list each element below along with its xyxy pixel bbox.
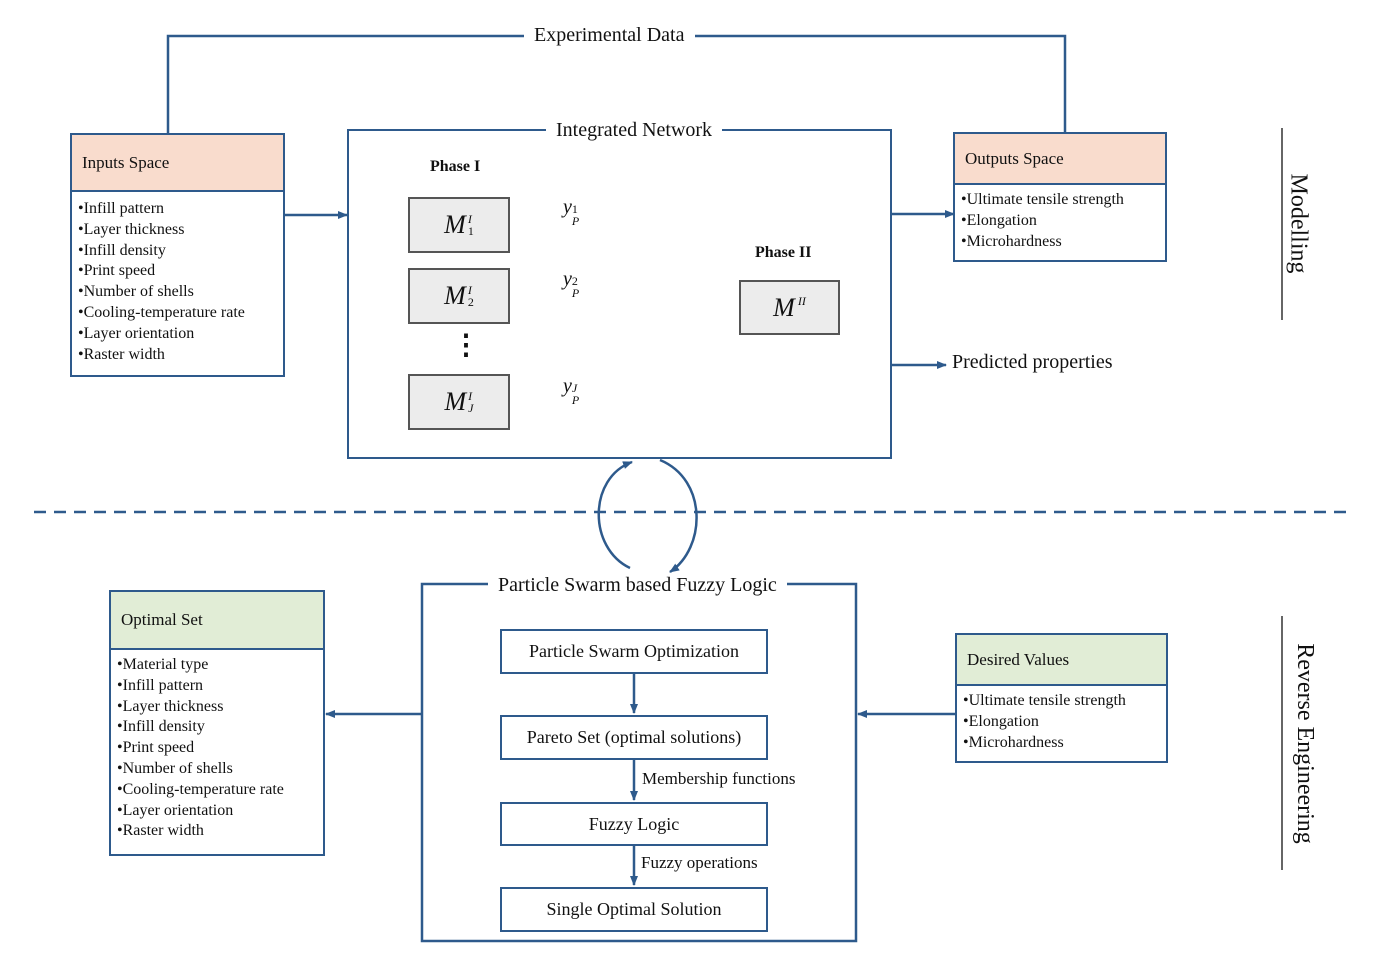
- list-item: •Ultimate tensile strength: [963, 692, 1126, 709]
- list-item: •Infill density: [117, 718, 205, 736]
- list-item: •Number of shells: [78, 283, 194, 301]
- experimental-data-label: Experimental Data: [524, 25, 695, 45]
- optimal-set-header: Optimal Set: [111, 592, 323, 650]
- outputs-space-box: Outputs Space •Ultimate tensile strength…: [953, 132, 1167, 262]
- optimal-set-box: Optimal Set •Material type •Infill patte…: [109, 590, 325, 856]
- reverse-engineering-side-label: Reverse Engineering: [1291, 643, 1318, 844]
- models-ellipsis: ⋮: [452, 330, 480, 361]
- pso-title: Particle Swarm based Fuzzy Logic: [488, 575, 787, 595]
- cycle-arrow-left: [597, 460, 633, 570]
- pso-step-3: Fuzzy Logic: [500, 802, 768, 846]
- modelling-side-label: Modelling: [1285, 173, 1312, 274]
- inputs-space-list: •Infill pattern •Layer thickness •Infill…: [72, 192, 283, 375]
- membership-functions-label: Membership functions: [642, 769, 796, 788]
- inputs-space-box: Inputs Space •Infill pattern •Layer thic…: [70, 133, 285, 377]
- inputs-space-header: Inputs Space: [72, 135, 283, 192]
- desired-values-title: Desired Values: [967, 649, 1070, 669]
- outputs-space-title: Outputs Space: [965, 148, 1064, 168]
- list-item: •Raster width: [117, 822, 204, 840]
- list-item: •Layer thickness: [78, 220, 185, 238]
- list-item: •Infill pattern: [117, 676, 204, 694]
- list-item: •Layer thickness: [117, 697, 224, 715]
- desired-values-box: Desired Values •Ultimate tensile strengt…: [955, 633, 1168, 763]
- list-item: •Number of shells: [117, 759, 233, 777]
- list-item: •Print speed: [78, 262, 156, 280]
- optimal-set-list: •Material type •Infill pattern •Layer th…: [111, 650, 323, 854]
- list-item: •Microhardness: [963, 733, 1064, 751]
- list-item: •Cooling-temperature rate: [117, 780, 284, 798]
- outputs-space-list: •Ultimate tensile strength •Elongation •…: [955, 185, 1165, 260]
- inputs-space-title: Inputs Space: [82, 152, 170, 172]
- desired-values-list: •Ultimate tensile strength •Elongation •…: [957, 686, 1166, 761]
- predicted-properties-label: Predicted properties: [952, 351, 1113, 373]
- pso-step-1: Particle Swarm Optimization: [500, 629, 768, 674]
- list-item: •Cooling-temperature rate: [78, 303, 245, 321]
- list-item: •Infill density: [78, 241, 166, 259]
- list-item: •Infill pattern: [78, 200, 165, 217]
- desired-values-header: Desired Values: [957, 635, 1166, 686]
- list-item: •Layer orientation: [78, 324, 195, 342]
- list-item: •Raster width: [78, 345, 165, 363]
- list-item: •Elongation: [963, 712, 1039, 730]
- phase1-title: Phase I: [424, 158, 487, 176]
- list-item: •Ultimate tensile strength: [961, 191, 1124, 208]
- list-item: •Elongation: [961, 211, 1037, 229]
- outputs-space-header: Outputs Space: [955, 134, 1165, 185]
- list-item: •Print speed: [117, 739, 195, 757]
- list-item: •Microhardness: [961, 232, 1062, 250]
- list-item: •Material type: [117, 656, 209, 673]
- pso-step-4: Single Optimal Solution: [500, 887, 768, 932]
- phase2-title: Phase II: [749, 244, 818, 262]
- list-item: •Layer orientation: [117, 801, 234, 819]
- integrated-network-title: Integrated Network: [546, 120, 723, 140]
- fuzzy-operations-label: Fuzzy operations: [641, 853, 758, 872]
- cycle-arrow-right: [659, 458, 698, 574]
- optimal-set-title: Optimal Set: [121, 610, 203, 629]
- pso-step-2: Pareto Set (optimal solutions): [500, 715, 768, 760]
